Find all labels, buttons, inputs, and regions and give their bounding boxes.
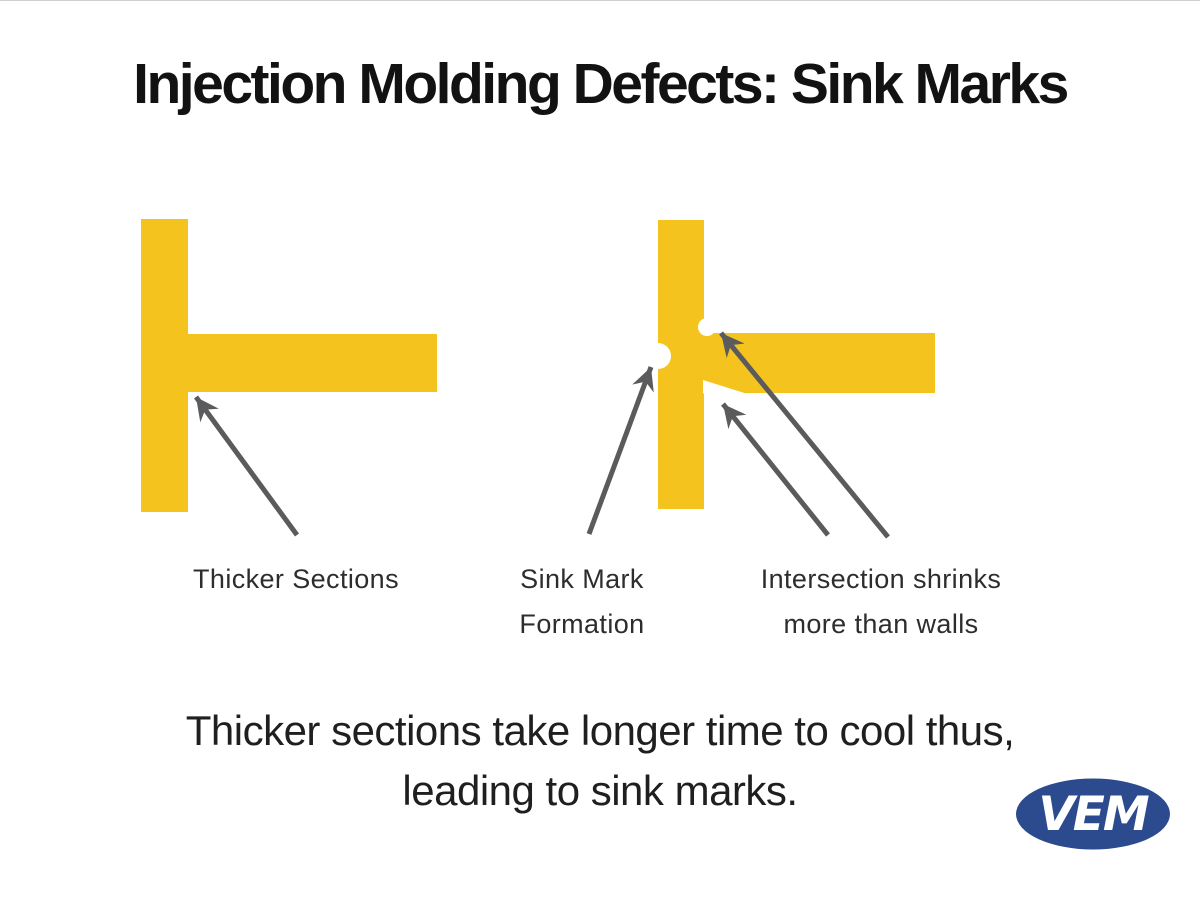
caption-line-2: leading to sink marks. [402,767,798,814]
logo-text: VEM [1038,787,1148,842]
vem-logo: VEM [1016,778,1170,850]
thicker-sections-arrow [193,395,300,537]
intersection-top-arrow [719,331,890,539]
label-line: more than walls [783,609,979,639]
intersection-bottom-arrow [721,402,830,537]
sink-mark-arrow [586,366,654,535]
page-title: Injection Molding Defects: Sink Marks [133,52,1069,116]
label-intersection-shrinks: Intersection shrinks more than walls [761,557,1002,647]
caption-line-1: Thicker sections take longer time to coo… [185,707,1015,754]
intersection-bottom-shrink-notch [703,380,746,394]
logo-ellipse [1016,778,1170,850]
left-cross-section-shape [141,219,437,512]
caption: Thicker sections take longer time to coo… [0,701,1200,821]
label-line: Sink Mark [520,564,644,594]
right-horizontal-wall [680,333,935,393]
label-line: Formation [519,609,645,639]
label-sink-mark-formation: Sink Mark Formation [519,557,644,647]
label-thicker-sections: Thicker Sections [193,564,399,594]
left-horizontal-wall [160,334,437,392]
annotation-arrows [193,331,890,539]
right-cross-section-shape [645,220,935,509]
intersection-top-shrink-notch [698,318,716,336]
sink-mark-notch [645,343,671,369]
label-line: Intersection shrinks [760,564,1002,594]
